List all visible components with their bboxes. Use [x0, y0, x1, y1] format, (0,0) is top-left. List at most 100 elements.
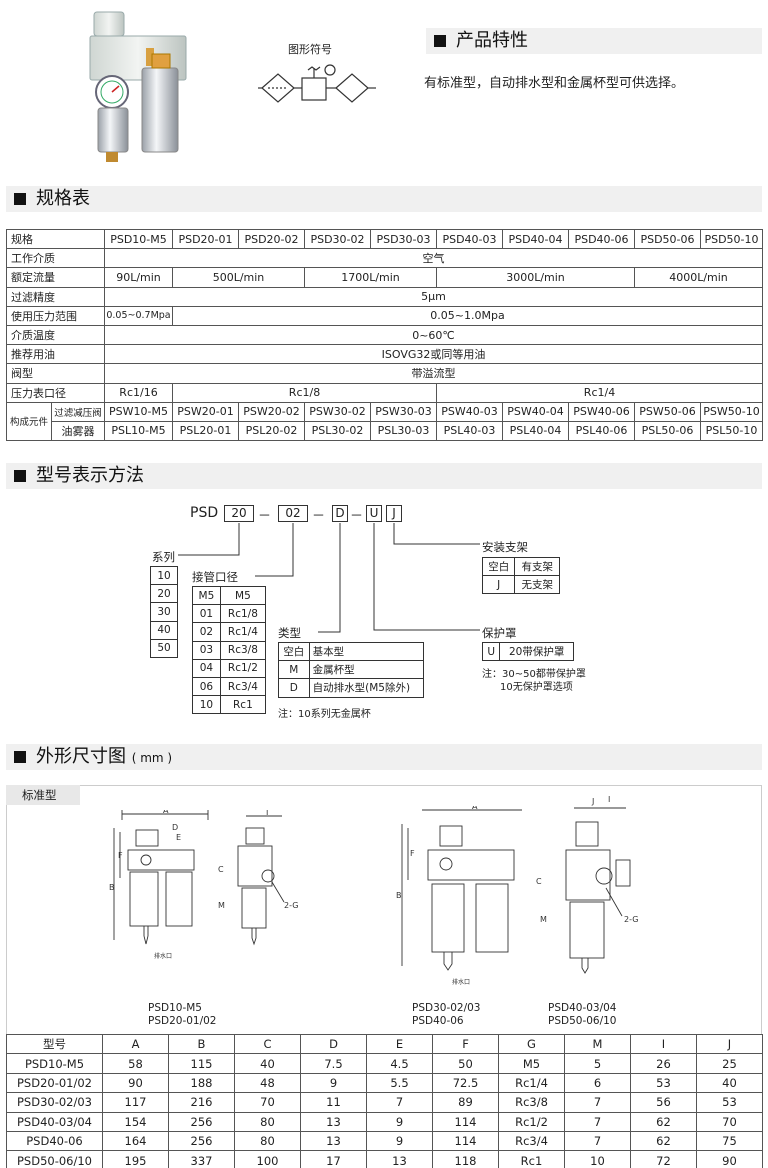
dim-cell: 216 — [168, 1092, 235, 1113]
code-bracket: J — [386, 505, 402, 522]
spec-row-psw: 构成元件 过滤减压阀 PSW10-M5 PSW20-01 PSW20-02 PS… — [6, 401, 763, 442]
svg-text:M: M — [218, 901, 225, 910]
dim-cell: 40 — [696, 1072, 763, 1094]
dim-cell: F — [432, 1033, 499, 1055]
svg-text:B: B — [109, 883, 115, 892]
dim-cell: 13 — [300, 1111, 367, 1132]
caption-1b: PSD20-01/02 — [148, 1015, 217, 1027]
dim-cell: PSD10-M5 — [6, 1053, 103, 1074]
spec-title: 规格表 — [36, 188, 90, 209]
spec-row-flow: 额定流量 90L/min 500L/min 1700L/min 3000L/mi… — [6, 267, 763, 288]
dim-cell: 17 — [300, 1150, 367, 1168]
code-dash-3: － — [350, 509, 364, 524]
svg-text:C: C — [536, 877, 542, 886]
dim-cell: 48 — [234, 1072, 301, 1094]
dim-cell: Rc1 — [498, 1150, 565, 1168]
dim-cell: 7 — [564, 1111, 631, 1132]
dim-cell: 118 — [432, 1150, 499, 1168]
dim-cell: 9 — [300, 1072, 367, 1094]
svg-text:I: I — [608, 795, 610, 804]
dim-cell: 7 — [564, 1130, 631, 1152]
dim-cell: 25 — [696, 1053, 763, 1074]
series-table: 10 20 30 40 50 — [150, 565, 178, 658]
drawing-tab: 标准型 — [6, 785, 80, 805]
dim-cell: 256 — [168, 1130, 235, 1152]
dim-cell: 6 — [564, 1072, 631, 1094]
code-connectors — [178, 523, 480, 633]
dim-cell: 337 — [168, 1150, 235, 1168]
features-title: 产品特性 — [456, 30, 528, 51]
dim-cell: 13 — [366, 1150, 433, 1168]
dims-section-header: 外形尺寸图 ( mm ) — [6, 744, 762, 770]
drawing-1-front: A B F E D 排水口 — [109, 810, 209, 960]
drawing-1-side: I C M 2-G — [218, 810, 298, 946]
dim-cell: B — [168, 1033, 235, 1055]
code-dash-2: － — [312, 509, 326, 524]
dim-cell: E — [366, 1033, 433, 1055]
code-guard: U — [366, 505, 382, 522]
dim-cell: 188 — [168, 1072, 235, 1094]
spec-row-medium: 工作介质 空气 — [6, 248, 763, 269]
svg-text:J: J — [591, 797, 594, 806]
svg-text:A: A — [163, 810, 169, 815]
dim-cell: Rc1/4 — [498, 1072, 565, 1094]
code-type: D — [332, 505, 348, 522]
dim-cell: A — [102, 1033, 169, 1055]
dim-cell: G — [498, 1033, 565, 1055]
dim-cell: 90 — [696, 1150, 763, 1168]
model-section-header: 型号表示方法 — [6, 463, 762, 489]
dim-cell: 195 — [102, 1150, 169, 1168]
dim-cell: 114 — [432, 1130, 499, 1152]
dim-cell: 4.5 — [366, 1053, 433, 1074]
dim-cell: Rc3/8 — [498, 1092, 565, 1113]
dim-cell: 5.5 — [366, 1072, 433, 1094]
type-note: 注：10系列无金属杯 — [278, 709, 371, 720]
dim-cell: 114 — [432, 1111, 499, 1132]
dim-cell: 115 — [168, 1053, 235, 1074]
dim-cell: PSD40-06 — [6, 1130, 103, 1152]
caption-1a: PSD10-M5 — [148, 1002, 202, 1014]
dim-cell: 7 — [564, 1092, 631, 1113]
type-label: 类型 — [278, 626, 301, 640]
dim-cell: 50 — [432, 1053, 499, 1074]
svg-text:F: F — [118, 851, 123, 860]
svg-text:A: A — [472, 806, 478, 811]
svg-text:I: I — [266, 810, 268, 817]
spec-row-temp: 介质温度 0~60℃ — [6, 324, 763, 346]
svg-text:E: E — [176, 833, 181, 842]
dim-cell: 80 — [234, 1130, 301, 1152]
dim-cell: 154 — [102, 1111, 169, 1132]
svg-text:D: D — [172, 823, 178, 832]
dim-cell: 11 — [300, 1092, 367, 1113]
dim-cell: 90 — [102, 1072, 169, 1094]
dim-cell: PSD50-06/10 — [6, 1150, 103, 1168]
dim-cell: 62 — [630, 1130, 697, 1152]
features-text: 有标准型，自动排水型和金属杯型可供选择。 — [424, 76, 685, 91]
code-prefix: PSD — [190, 505, 219, 521]
caption-3a: PSD40-03/04 — [548, 1002, 617, 1014]
caption-3b: PSD50-06/10 — [548, 1015, 617, 1027]
dim-cell: 9 — [366, 1130, 433, 1152]
svg-text:F: F — [410, 849, 415, 858]
svg-text:B: B — [396, 891, 402, 900]
port-label: 接管口径 — [192, 570, 238, 584]
dim-cell: 7 — [366, 1092, 433, 1113]
dim-cell: Rc1/2 — [498, 1111, 565, 1132]
dim-cell: 7.5 — [300, 1053, 367, 1074]
spec-section-header: 规格表 — [6, 186, 762, 212]
bracket-label: 安装支架 — [482, 540, 528, 554]
dim-cell: 75 — [696, 1130, 763, 1152]
dim-cell: PSD30-02/03 — [6, 1092, 103, 1113]
dim-cell: 256 — [168, 1111, 235, 1132]
guard-note-2: 10无保护罩选项 — [500, 682, 573, 693]
dim-cell: J — [696, 1033, 763, 1055]
dims-title: 外形尺寸图 ( mm ) — [36, 746, 173, 767]
dim-cell: 53 — [696, 1092, 763, 1113]
dim-cell: 100 — [234, 1150, 301, 1168]
